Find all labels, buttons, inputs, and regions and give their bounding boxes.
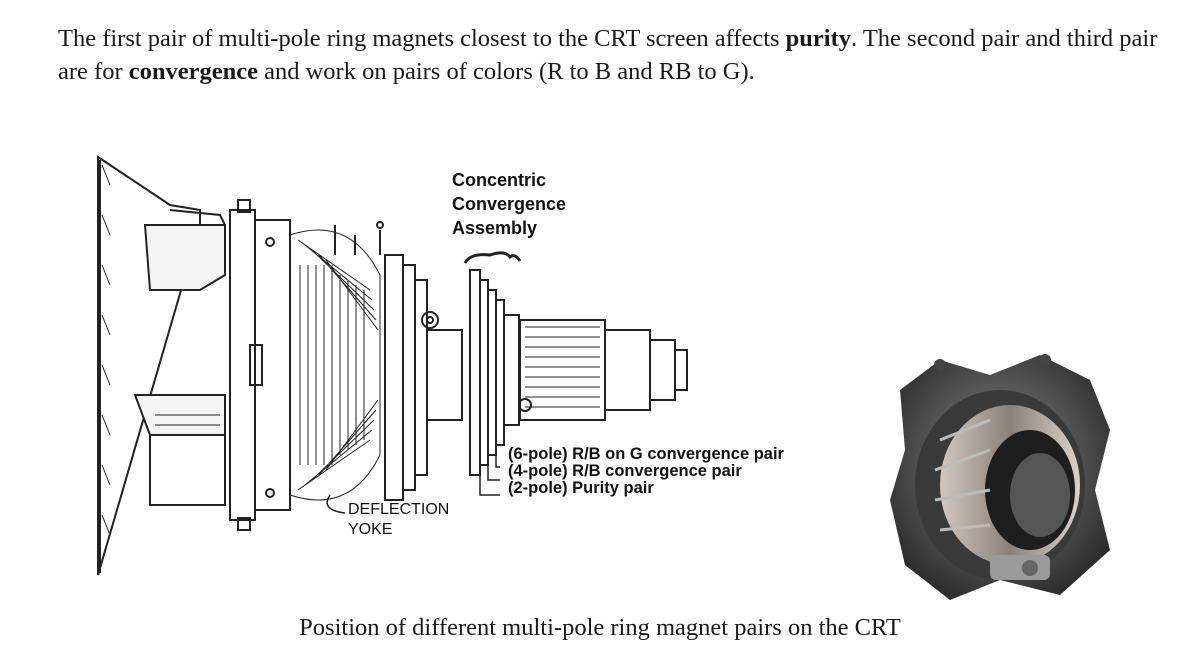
- intro-paragraph: The first pair of multi-pole ring magnet…: [58, 22, 1158, 88]
- assembly-title-line-3: Assembly: [452, 218, 538, 238]
- pole-label-2: (2-pole) Purity pair: [508, 479, 654, 497]
- para-text-3: and work on pairs of colors (R to B and …: [257, 58, 755, 85]
- assembly-title-label: Concentric Convergence Assembly: [452, 168, 566, 240]
- pole-labels: (6-pole) R/B on G convergence pair (4-po…: [508, 446, 784, 497]
- assembly-title-line-1: Concentric: [452, 170, 547, 190]
- yoke-label: DEFLECTION YOKE: [348, 500, 449, 540]
- para-text-1: The first pair of multi-pole ring magnet…: [58, 25, 786, 52]
- para-text-2: . The second pair and third pair are for: [58, 25, 1158, 85]
- para-bold-convergence: convergence: [128, 58, 258, 85]
- yoke-label-line-1: DEFLECTION: [348, 501, 450, 518]
- ring-magnet-assembly-photo: [890, 354, 1110, 600]
- pole-label-4: (4-pole) R/B convergence pair: [508, 462, 742, 480]
- convergence-ring-stack: [469, 269, 505, 476]
- crt-funnel-outline: [97, 155, 201, 576]
- yoke-frame: [229, 209, 256, 521]
- yoke-label-line-2: YOKE: [348, 521, 393, 538]
- pole-label-6: (6-pole) R/B on G convergence pair: [508, 445, 784, 463]
- assembly-brace: [463, 251, 522, 264]
- crt-neck-diagram: [97, 155, 688, 576]
- yoke-windings: [289, 229, 381, 501]
- figure-caption: Position of different multi-pole ring ma…: [299, 614, 901, 641]
- assembly-title-line-2: Convergence: [452, 194, 567, 214]
- para-bold-purity: purity: [785, 25, 852, 52]
